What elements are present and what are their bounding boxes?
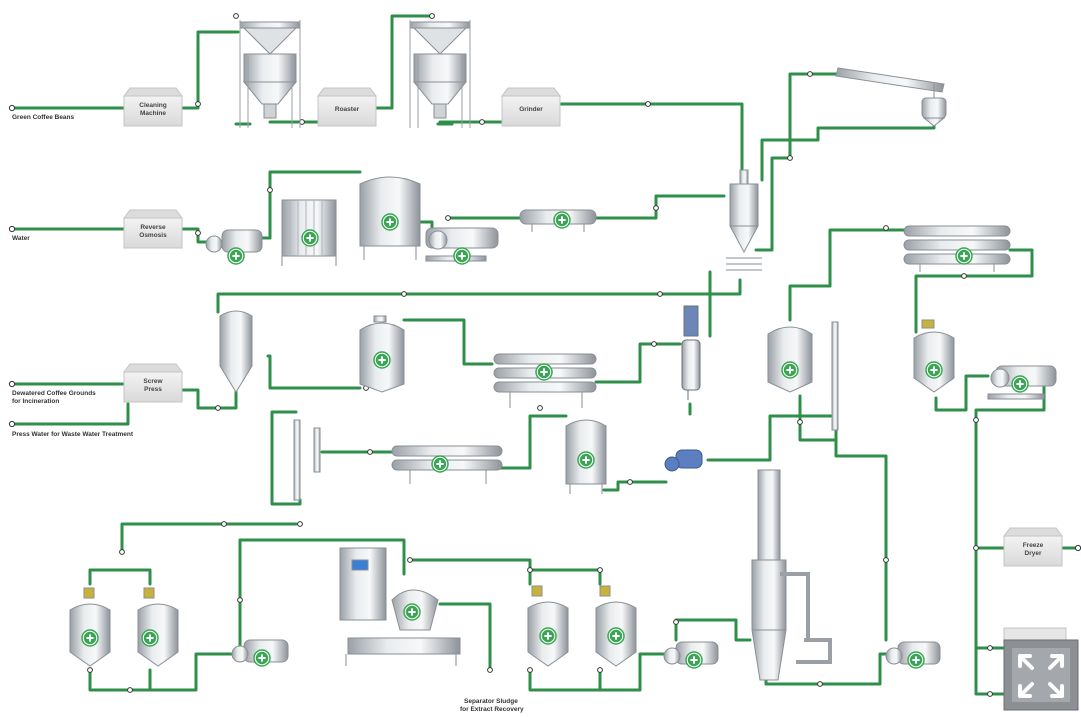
grounds-label-line2: for Incineration	[12, 398, 59, 405]
sludge-label-line1: Separator Sludge	[464, 698, 518, 705]
pipe-press-water	[12, 404, 128, 424]
roaster-label: Roaster	[318, 106, 376, 114]
tube-heat-exchanger-2	[494, 354, 596, 408]
stripping-column	[294, 420, 320, 500]
packing-machine	[1004, 628, 1078, 710]
pipe-silo3-screwpress	[182, 390, 236, 408]
sludge-label-line2: for Extract Recovery	[460, 706, 524, 713]
badge-plus-icon	[1012, 376, 1028, 392]
pump-blue	[665, 450, 702, 471]
badge-plus-icon	[536, 364, 552, 380]
badge-plus-icon	[432, 456, 448, 472]
conveyor-cyclone	[836, 68, 946, 126]
bottom-tank-4	[596, 586, 636, 666]
pipe-tank3-pump2	[604, 482, 666, 490]
badge-plus-icon	[686, 652, 702, 668]
pipe-ring-tanks	[90, 570, 150, 584]
pipe-pump3-dryer	[976, 376, 1044, 548]
green-coffee-beans-label: Green Coffee Beans	[12, 114, 74, 121]
pipe-hx3-tank3	[500, 416, 566, 468]
pipe-column-ring	[122, 524, 296, 552]
pipe-silo3-tank2	[268, 356, 360, 388]
badge-plus-icon	[82, 630, 98, 646]
pipe-evap-tank4	[790, 230, 904, 320]
badge-plus-icon	[382, 214, 398, 230]
pipe-heater-extractor	[596, 196, 724, 218]
badge-plus-icon	[302, 230, 318, 246]
bottom-tank-3	[528, 586, 568, 666]
centrifugal-separator	[340, 548, 460, 666]
badge-plus-icon	[782, 362, 798, 378]
badge-plus-icon	[926, 362, 942, 378]
bottom-tank-2	[138, 588, 178, 666]
pipe-tank4-evap	[800, 396, 836, 440]
pipe-separator-sludge	[440, 604, 490, 670]
badge-plus-icon	[254, 650, 270, 666]
badge-plus-icon	[540, 628, 556, 644]
concentration-tower	[752, 470, 830, 680]
pipe-separator-tanks	[410, 560, 600, 584]
grounds-label-line1: Dewatered Coffee Grounds	[12, 390, 96, 397]
bottom-tank-1	[70, 588, 110, 666]
badge-plus-icon	[956, 248, 972, 264]
badge-plus-icon	[608, 628, 624, 644]
badge-plus-icon	[404, 604, 420, 620]
grounds-silo	[220, 311, 252, 392]
badge-plus-icon	[554, 212, 570, 228]
reverse-osmosis-label: Reverse Osmosis	[124, 224, 182, 240]
mixing-tank	[914, 320, 954, 392]
badge-plus-icon	[374, 352, 390, 368]
pipe-evap-down	[836, 430, 886, 640]
pipe-pump2-evap	[708, 416, 836, 460]
pipe-cleaning-silo	[182, 32, 238, 108]
silo-2	[410, 20, 470, 128]
evaporator-column	[832, 322, 838, 430]
pipe-extractor-cyclone	[756, 74, 836, 250]
water-label: Water	[12, 235, 30, 242]
screw-press-label: Screw Press	[124, 378, 182, 394]
bag-filter	[682, 306, 700, 400]
freeze-dryer-label: Freeze Dryer	[1004, 542, 1062, 558]
badge-plus-icon	[228, 248, 244, 264]
grinder-label: Grinder	[502, 106, 560, 114]
tube-heat-exchanger-4	[904, 226, 1010, 272]
badge-plus-icon	[142, 630, 158, 646]
pipe-dryer-packer	[976, 548, 1004, 694]
pipe-hx2-filter	[596, 344, 680, 382]
pipe-cyclone-return	[762, 118, 934, 180]
badge-plus-icon	[578, 452, 594, 468]
concentrate-tank	[768, 327, 812, 392]
pipe-pump5-stack	[676, 620, 750, 640]
pipe-tank2-hx2	[404, 320, 492, 364]
cleaning-machine-label: Cleaning Machine	[124, 102, 182, 118]
press-water-label: Press Water for Waste Water Treatment	[12, 431, 133, 438]
badge-plus-icon	[454, 248, 470, 264]
silo-1	[240, 20, 300, 128]
extraction-column	[726, 170, 762, 270]
badge-plus-icon	[908, 652, 924, 668]
pipe-grinder-extractor	[560, 104, 742, 180]
process-boxes	[124, 88, 1062, 566]
